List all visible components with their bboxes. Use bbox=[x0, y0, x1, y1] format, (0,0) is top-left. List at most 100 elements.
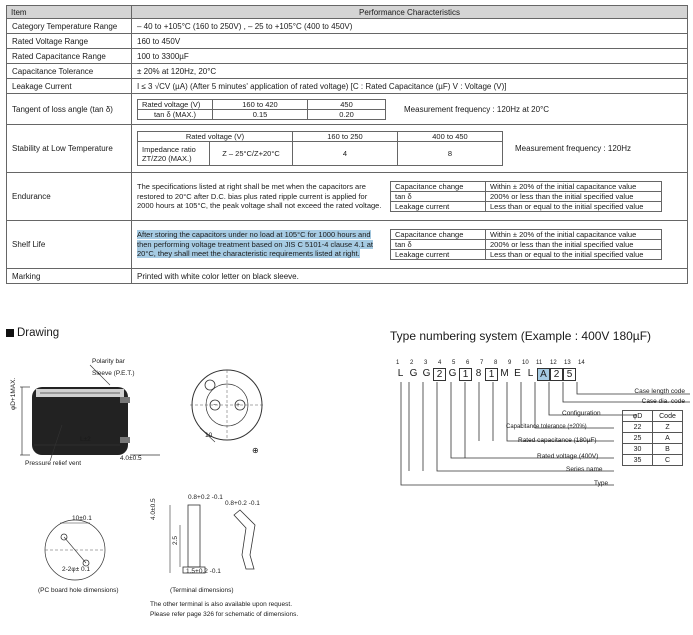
drawing-title: Drawing bbox=[6, 327, 59, 339]
shelf-c2b: 200% or less than the initial specified … bbox=[485, 239, 662, 250]
spec-table: Item Performance Characteristics Categor… bbox=[6, 5, 688, 284]
row-label-marking: Marking bbox=[6, 268, 132, 284]
tan-note: Measurement frequency : 120Hz at 20°C bbox=[404, 104, 550, 114]
row-value-category-temp: – 40 to +105°C (160 to 250V) , – 25 to +… bbox=[131, 18, 688, 34]
end-c2a: tan δ bbox=[390, 191, 486, 202]
label-dim-10: 10 bbox=[205, 432, 213, 439]
row-label-rated-capacitance: Rated Capacitance Range bbox=[6, 48, 132, 64]
code-d-3: 35 bbox=[622, 454, 653, 466]
note-line-1: The other terminal is also available upo… bbox=[150, 601, 292, 608]
svg-text:−: − bbox=[213, 402, 217, 409]
stab-h2: 160 to 250 bbox=[292, 131, 398, 142]
row-label-category-temp: Category Temperature Range bbox=[6, 18, 132, 34]
tan-r1: tan δ (MAX.) bbox=[137, 108, 213, 120]
stab-h1: Rated voltage (V) bbox=[137, 131, 293, 142]
char-2: G bbox=[409, 368, 418, 379]
stab-cond: Z – 25°C/Z+20°C bbox=[209, 141, 293, 166]
label-rated-volt: Rated voltage (400V) bbox=[537, 453, 599, 460]
label-term-08a: 0.8+0.2 -0.1 bbox=[188, 494, 223, 501]
label-term-caption: (Terminal dimensions) bbox=[170, 587, 234, 594]
shelf-c3b: Less than or equal to the initial specif… bbox=[485, 249, 662, 260]
type-numbering-title: Type numbering system (Example : 400V 18… bbox=[390, 329, 652, 343]
label-pc-hole-10: 10±0.1 bbox=[72, 515, 92, 522]
svg-text:⊕: ⊕ bbox=[252, 446, 259, 455]
char-10: E bbox=[514, 368, 521, 379]
label-rated-cap: Rated capacitance (180µF) bbox=[518, 437, 597, 444]
tan-h3: 450 bbox=[307, 98, 386, 110]
label-series: Series name bbox=[566, 466, 603, 473]
label-pressure-vent: Pressure relief vent bbox=[25, 460, 81, 467]
tan-r3: 0.20 bbox=[307, 108, 386, 120]
char-4: 2 bbox=[433, 368, 446, 381]
type-number-chars: L G G 2 G 1 8 1 M E L A 2 5 bbox=[394, 368, 576, 381]
code-d-0: 22 bbox=[622, 421, 653, 433]
code-h1: φD bbox=[622, 410, 653, 422]
stab-note: Measurement frequency : 120Hz bbox=[515, 144, 632, 153]
code-c-3: C bbox=[652, 454, 683, 466]
code-c-2: B bbox=[652, 443, 683, 455]
code-d-2: 30 bbox=[622, 443, 653, 455]
type-connectors bbox=[400, 382, 690, 486]
label-pc-hole-caption: (PC board hole dimensions) bbox=[38, 587, 119, 594]
row-label-shelf: Shelf Life bbox=[6, 220, 132, 269]
pc-hole-drawing bbox=[44, 519, 106, 581]
label-term-08b: 0.8+0.2 -0.1 bbox=[225, 500, 260, 507]
shelf-c2a: tan δ bbox=[390, 239, 486, 250]
shelf-c3a: Leakage current bbox=[390, 249, 486, 260]
stability-table: Rated voltage (V) 160 to 250 400 to 450 … bbox=[137, 131, 503, 166]
label-term-25: 2.5 bbox=[172, 535, 179, 545]
end-c2b: 200% or less than the initial specified … bbox=[485, 191, 662, 202]
stab-r3: 8 bbox=[397, 141, 503, 166]
char-5: G bbox=[448, 368, 457, 379]
endurance-text: The specifications listed at right shall… bbox=[137, 182, 382, 211]
row-label-endurance: Endurance bbox=[6, 172, 132, 221]
end-c3a: Leakage current bbox=[390, 201, 486, 212]
char-6: 1 bbox=[459, 368, 472, 381]
capacitor-top-view: − + ⊕ bbox=[190, 369, 264, 455]
row-value-rated-capacitance: 100 to 3300µF bbox=[131, 48, 688, 64]
end-c1b: Within ± 20% of the initial capacitance … bbox=[485, 181, 662, 192]
square-bullet-icon bbox=[6, 329, 14, 337]
svg-text:+: + bbox=[236, 402, 240, 409]
row-value-rated-voltage: 160 to 450V bbox=[131, 33, 688, 49]
label-polarity-bar: Polarity bar bbox=[92, 358, 125, 365]
code-c-0: Z bbox=[652, 421, 683, 433]
char-12: A bbox=[537, 368, 550, 381]
label-term-40: 4.0±0.5 bbox=[150, 498, 157, 520]
code-h2: Code bbox=[652, 410, 683, 422]
tan-h1: Rated voltage (V) bbox=[137, 98, 213, 110]
row-value-leakage: I ≤ 3 √CV (µA) (After 5 minutes' applica… bbox=[131, 78, 688, 94]
shelf-c1b: Within ± 20% of the initial capacitance … bbox=[485, 229, 662, 240]
row-value-marking: Printed with white color letter on black… bbox=[131, 268, 688, 284]
label-case-dia: Case dia. code bbox=[641, 398, 685, 405]
label-phi-d: φD+1MAX. bbox=[10, 377, 17, 410]
stab-r1b: ZT/Z20 (MAX.) bbox=[142, 153, 192, 163]
label-term-15: 1.5+0.2 -0.1 bbox=[186, 568, 221, 575]
row-label-tan-delta: Tangent of loss angle (tan δ) bbox=[6, 93, 132, 125]
label-case-length: Case length code bbox=[634, 388, 685, 395]
end-c1a: Capacitance change bbox=[390, 181, 486, 192]
code-c-1: A bbox=[652, 432, 683, 444]
char-9: M bbox=[500, 368, 509, 379]
terminal-drawing bbox=[169, 504, 256, 574]
char-14: 5 bbox=[563, 368, 576, 381]
row-label-leakage: Leakage Current bbox=[6, 78, 132, 94]
char-13: 2 bbox=[550, 368, 563, 381]
char-11: L bbox=[527, 368, 534, 379]
char-1: L bbox=[397, 368, 404, 379]
shelf-c1a: Capacitance change bbox=[390, 229, 486, 240]
header-performance: Performance Characteristics bbox=[131, 5, 688, 19]
stab-h3: 400 to 450 bbox=[397, 131, 503, 142]
stab-r1a: Impedance ratio bbox=[142, 144, 196, 154]
label-cap-tol: Capacitance tolerance (±20%) bbox=[506, 424, 587, 430]
char-8: 1 bbox=[485, 368, 498, 381]
tan-r2: 0.15 bbox=[212, 108, 308, 120]
label-type: Type bbox=[594, 480, 609, 487]
end-c3b: Less than or equal to the initial specif… bbox=[485, 201, 662, 212]
label-configuration: Configuration bbox=[562, 410, 601, 417]
label-l-dim: L±2 bbox=[80, 436, 91, 443]
char-3: G bbox=[422, 368, 431, 379]
